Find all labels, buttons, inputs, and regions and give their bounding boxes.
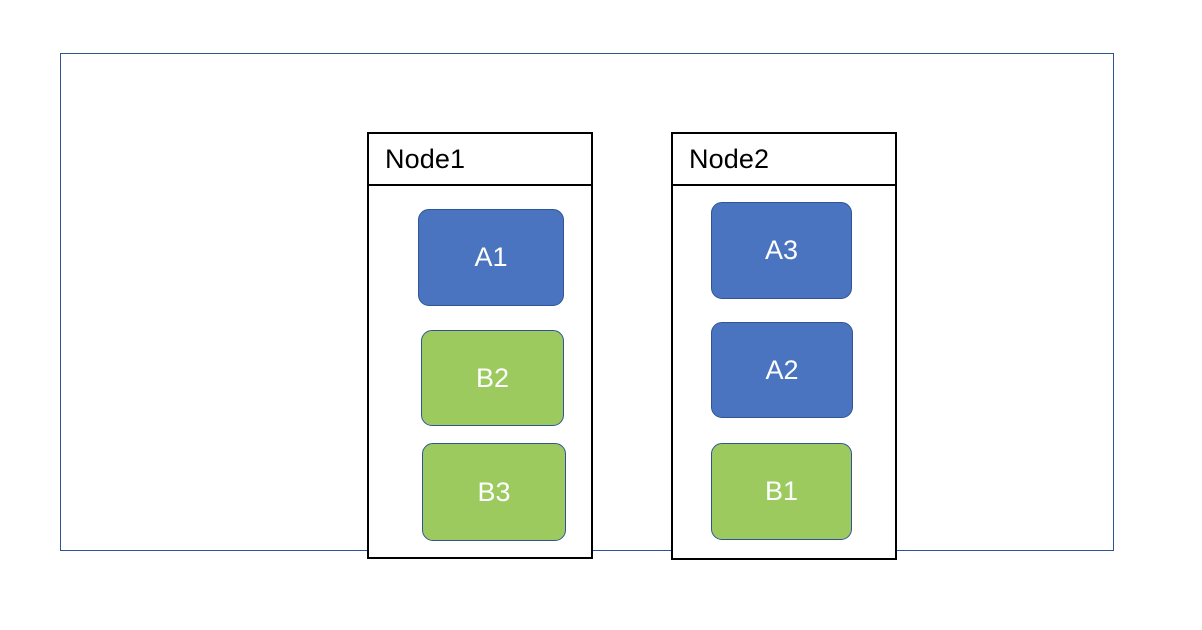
node2-body: A3 A2 B1 xyxy=(673,186,895,558)
pod-b3[interactable]: B3 xyxy=(422,443,566,541)
node2-header: Node2 xyxy=(673,134,895,186)
pod-b3-label: B3 xyxy=(477,476,511,507)
node1-title: Node1 xyxy=(385,143,466,174)
node-container-node2[interactable]: Node2 A3 A2 B1 xyxy=(671,132,897,560)
node1-body: A1 B2 B3 xyxy=(369,186,591,557)
diagram-outer-frame: Node1 A1 B2 B3 Node2 A3 A2 B1 xyxy=(60,53,1114,560)
node-container-node1[interactable]: Node1 A1 B2 B3 xyxy=(367,132,593,559)
pod-b2-label: B2 xyxy=(475,362,510,393)
pod-a1-label: A1 xyxy=(474,242,508,272)
pod-b2[interactable]: B2 xyxy=(421,330,564,426)
node2-title: Node2 xyxy=(689,143,770,174)
pod-a2-label: A2 xyxy=(765,354,799,385)
pod-a3[interactable]: A3 xyxy=(711,202,852,299)
pod-a2[interactable]: A2 xyxy=(711,322,853,418)
pod-b1-label: B1 xyxy=(764,476,799,506)
pod-b1[interactable]: B1 xyxy=(711,443,852,540)
node1-header: Node1 xyxy=(369,134,591,186)
pod-a3-label: A3 xyxy=(764,235,799,265)
pod-a1[interactable]: A1 xyxy=(418,209,564,306)
